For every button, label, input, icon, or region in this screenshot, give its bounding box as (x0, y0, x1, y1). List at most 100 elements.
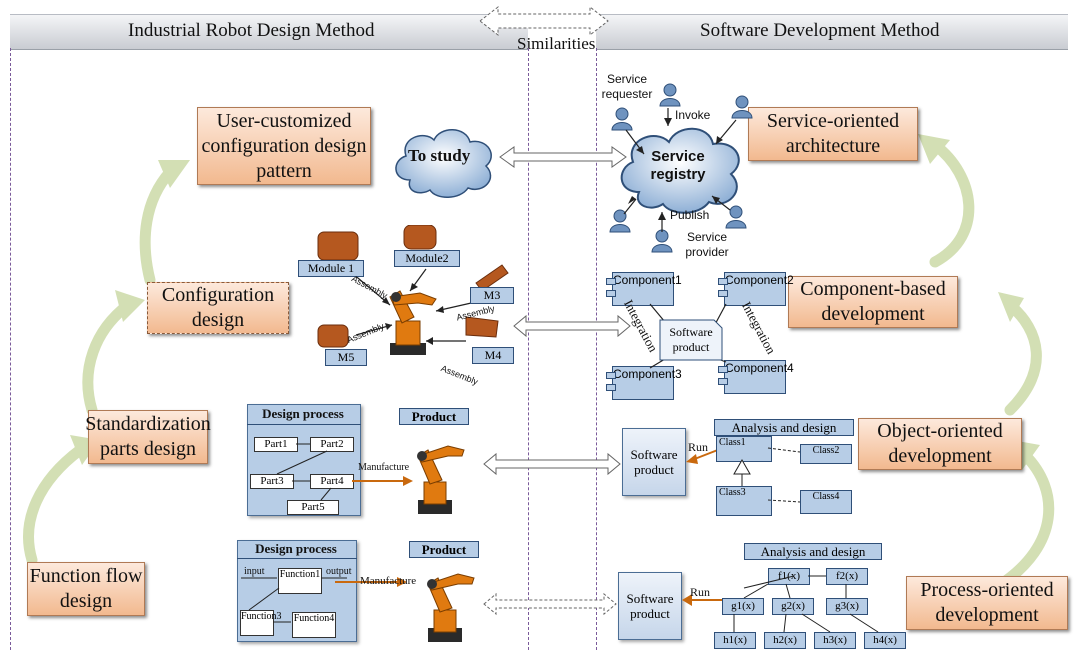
run-arrow-2 (682, 594, 726, 606)
header-bar-left (10, 14, 528, 50)
h1-box: h1(x) (714, 632, 756, 649)
header-right-title: Software Development Method (700, 20, 940, 41)
header-center-title: Similarities (517, 34, 596, 53)
component4-box: Component4 (724, 360, 794, 394)
class3-box: Class3 (716, 486, 772, 516)
function4-box: Function4 (292, 612, 336, 638)
divider (237, 558, 357, 559)
module1-label: Module 1 (298, 260, 364, 277)
g2-box: g2(x) (772, 598, 814, 615)
design-process-title-2: Design process (255, 541, 337, 556)
component-notch (606, 278, 616, 285)
class4-box: Class4 (800, 490, 852, 514)
m4-label: M4 (472, 347, 514, 364)
input-label: input (244, 566, 265, 577)
robot-product-2 (427, 573, 475, 642)
analysis-design-label-1: Analysis and design (714, 419, 854, 436)
m5-label: M5 (325, 349, 367, 366)
person-icon (651, 229, 673, 253)
class2-box: Class2 (800, 444, 852, 464)
configuration-similarity-arrow (513, 314, 631, 338)
product-label-1: Product (399, 408, 469, 425)
service-registry-label: Service registry (650, 148, 706, 183)
process-similarity-arrow (483, 592, 617, 616)
part5-box: Part5 (287, 500, 339, 515)
component-notch (718, 290, 728, 297)
part2-box: Part2 (310, 437, 354, 452)
to-study-label: To study (408, 146, 471, 165)
invoke-label: Invoke (675, 108, 711, 122)
f2-box: f2(x) (826, 568, 868, 585)
header-left-title: Industrial Robot Design Method (128, 20, 375, 41)
output-label: output (326, 566, 352, 577)
divider (247, 424, 361, 425)
run-label-1: Run (688, 440, 709, 454)
person-icon (725, 205, 747, 229)
to-study-cloud (395, 129, 492, 198)
component-notch (718, 378, 728, 385)
stage-component-based-development: Component-based development (788, 276, 958, 328)
stage-standardization-parts-design: Standardization parts design (85, 410, 211, 464)
part1-box: Part1 (254, 437, 298, 452)
component3-box: Component3 (612, 366, 682, 400)
stage-function-flow-design: Function flow design (27, 562, 145, 616)
manufacture-label-2: Manufacture (360, 575, 417, 587)
analysis-design-label-2: Analysis and design (744, 543, 882, 560)
function3-box: Function3 (240, 610, 282, 636)
person-icon (659, 83, 681, 107)
g1-box: g1(x) (722, 598, 764, 615)
service-provider-label: Service provider (685, 230, 729, 259)
stage-service-oriented-architecture: Service-oriented architecture (748, 107, 918, 161)
component1-box: Component1 (612, 272, 682, 306)
stage-object-oriented-development: Object-oriented development (858, 418, 1022, 470)
person-icon (609, 209, 631, 233)
h3-box: h3(x) (814, 632, 856, 649)
manufacture-label-1: Manufacture (358, 462, 410, 473)
component-software-product: Software product (669, 325, 713, 354)
module1-shape (317, 231, 359, 261)
service-registry-cloud (620, 127, 740, 214)
software-product-doc-1: Software product (622, 428, 686, 496)
component-notch (606, 290, 616, 297)
header-bar-right (596, 14, 1068, 50)
design-process-title-1: Design process (262, 406, 344, 421)
stage-configuration-design: Configuration design (147, 282, 289, 334)
similarities-arrow (479, 5, 609, 37)
stage-process-oriented-development: Process-oriented development (906, 576, 1068, 630)
column-divider-left (10, 48, 11, 650)
g3-box: g3(x) (826, 598, 868, 615)
service-requester-label: Service requester (601, 72, 653, 101)
function1-box: Function1 (278, 568, 322, 594)
column-divider-center-right (596, 48, 597, 650)
class1-box: Class1 (716, 436, 772, 462)
service-similarity-arrow (499, 146, 627, 168)
run-label-2: Run (690, 585, 711, 599)
robot-product-1 (417, 445, 465, 514)
service-actors (609, 83, 753, 253)
publish-label: Publish (670, 208, 710, 222)
function-tree-links (733, 575, 879, 633)
modules-graphic (317, 225, 509, 355)
column-divider-center-left (528, 48, 529, 650)
design-process-panel-1 (247, 404, 361, 516)
component-notch (606, 384, 616, 391)
component-notch (718, 278, 728, 285)
person-icon (611, 107, 633, 131)
part-links (276, 443, 413, 501)
product-label-2: Product (409, 541, 479, 558)
person-icon (731, 95, 753, 119)
object-similarity-arrow (483, 452, 621, 476)
h2-box: h2(x) (764, 632, 806, 649)
module2-label: Module2 (394, 250, 460, 267)
m3-label: M3 (470, 287, 514, 304)
software-product-doc-2: Software product (618, 572, 682, 640)
component-notch (606, 372, 616, 379)
class-links (733, 447, 801, 503)
function-links (241, 577, 407, 623)
component-notch (718, 366, 728, 373)
component-links (649, 303, 727, 369)
h4-box: h4(x) (864, 632, 906, 649)
stage-user-customized-pattern: User-customized configuration design pat… (197, 107, 371, 185)
part4-box: Part4 (310, 474, 354, 489)
